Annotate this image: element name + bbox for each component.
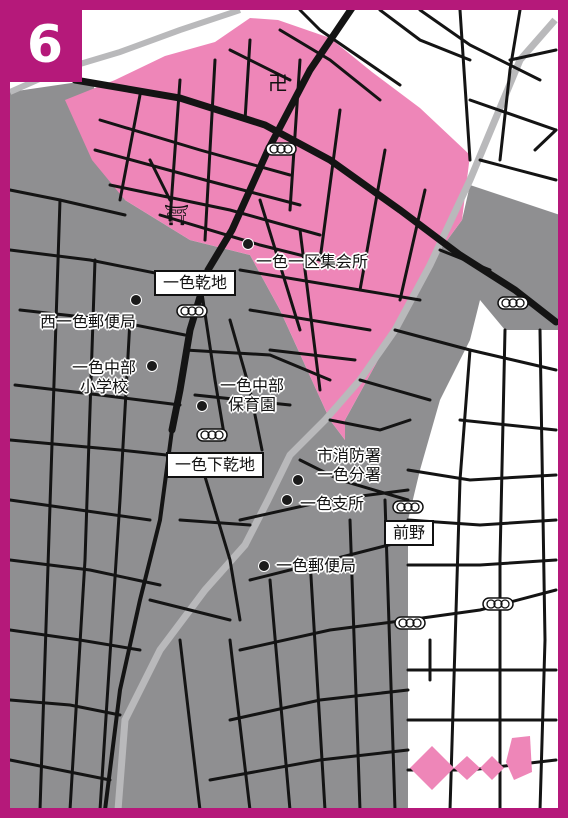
place-marker-dot-icon [242, 238, 254, 250]
label-isshiki-ikku-hall: 一色一区集会所 [256, 252, 369, 271]
place-marker-dot-icon [196, 400, 208, 412]
label-line: 一色分署 [316, 465, 381, 484]
pink-district-patches [410, 736, 532, 790]
traffic-signal-icon [196, 428, 228, 442]
traffic-signal-icon [392, 500, 424, 514]
label-isshiki-post-office: 一色郵便局 [276, 556, 357, 575]
traffic-signal-icon [497, 296, 529, 310]
main-road-north-south [168, 4, 356, 434]
label-line: 一色中部 [219, 376, 284, 395]
map-number-badge: 6 [8, 8, 82, 82]
shrine-icon: ⛩ [164, 203, 190, 227]
label-isshiki-chubu-elementary: 一色中部 小学校 [62, 358, 146, 396]
place-marker-dot-icon [130, 294, 142, 306]
railway-line [114, 17, 558, 811]
label-line: 一色中部 [71, 358, 136, 377]
pink-patch-2 [454, 756, 480, 780]
label-line: 小学校 [79, 377, 128, 396]
main-road-east-west [71, 76, 560, 326]
route-south-west [103, 428, 174, 812]
label-line: 保育園 [227, 395, 276, 414]
label-isshiki-chubu-nursery: 一色中部 保育園 [208, 376, 296, 414]
area-label-maeno: 前野 [384, 520, 435, 546]
pink-patch-1 [410, 746, 454, 790]
temple-icon: 卍 [268, 71, 288, 95]
minor-roads [8, 8, 558, 812]
place-marker-dot-icon [281, 494, 293, 506]
place-marker-dot-icon [292, 474, 304, 486]
major-roads [71, 4, 560, 812]
traffic-signal-icon [482, 597, 514, 611]
label-nishi-isshiki-post-office: 西一色郵便局 [40, 312, 137, 331]
pink-patch-3 [480, 756, 504, 780]
pink-patch-4 [506, 736, 532, 780]
place-marker-dot-icon [146, 360, 158, 372]
place-marker-dot-icon [258, 560, 270, 572]
traffic-signal-icon [394, 616, 426, 630]
label-fire-station-branch: 市消防署 一色分署 [306, 446, 392, 484]
grey-district-area [10, 80, 560, 810]
traffic-signal-icon [176, 304, 208, 318]
label-isshiki-branch-office: 一色支所 [300, 494, 365, 513]
traffic-signal-icon [265, 142, 297, 156]
area-label-isshiki-inui-chi: 一色乾地 [154, 270, 237, 296]
area-label-isshiki-shimo-inui-chi: 一色下乾地 [166, 452, 265, 478]
label-line: 市消防署 [316, 446, 381, 465]
